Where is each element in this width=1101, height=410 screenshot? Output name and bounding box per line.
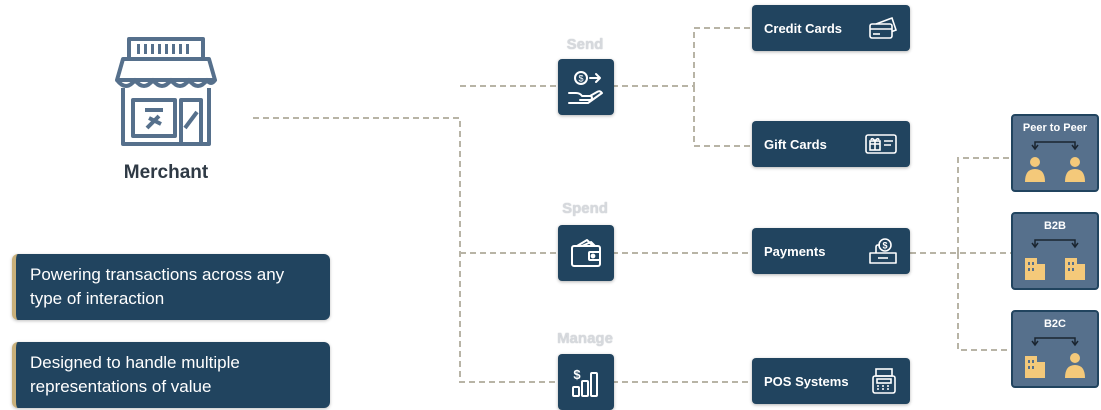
svg-text:$: $ [882,241,887,251]
svg-text:$: $ [573,367,581,382]
hand-coin-icon: $ [568,71,603,104]
service-gift-cards: Gift Cards [752,121,910,167]
people-exchange-icon [1025,141,1085,182]
note-transactions: Powering transactions across any type of… [12,254,330,320]
money-chart-icon: $ [572,367,598,397]
category-label-manage: Manage [557,330,613,347]
note-value-representations: Designed to handle multiple representati… [12,342,330,408]
credit-card-icon [869,16,898,39]
payment-terminal-icon: $ [869,238,897,264]
gift-card-icon [865,134,897,154]
payment-type-label: B2C [1043,318,1066,330]
merchant-label: Merchant [123,162,209,183]
building-person-exchange-icon [1025,337,1085,378]
payment-type-label: B2B [1043,220,1066,232]
service-credit-cards: Credit Cards [752,5,910,51]
service-payments: Payments $ [752,228,910,274]
payment-type-b2b: B2B [1011,212,1099,290]
category-label-spend: Spend [562,200,608,217]
service-label: Credit Cards [764,20,843,36]
payment-type-b2c: B2C [1011,310,1099,388]
merchant-node [100,36,232,153]
category-send: $ [558,59,614,115]
category-spend [558,225,614,281]
wallet-icon [571,239,601,267]
svg-text:$: $ [578,74,583,84]
service-pos-systems: POS Systems [752,358,910,404]
service-label: Payments [764,243,826,259]
category-manage: $ [558,354,614,410]
service-label: Gift Cards [764,136,827,152]
payment-type-peer-to-peer: Peer to Peer [1011,114,1099,192]
building-exchange-icon [1025,239,1085,280]
category-label-send: Send [566,36,604,53]
storefront-icon [115,37,217,146]
cash-register-icon [872,368,896,394]
service-label: POS Systems [764,373,849,389]
payment-type-label: Peer to Peer [1022,122,1088,134]
